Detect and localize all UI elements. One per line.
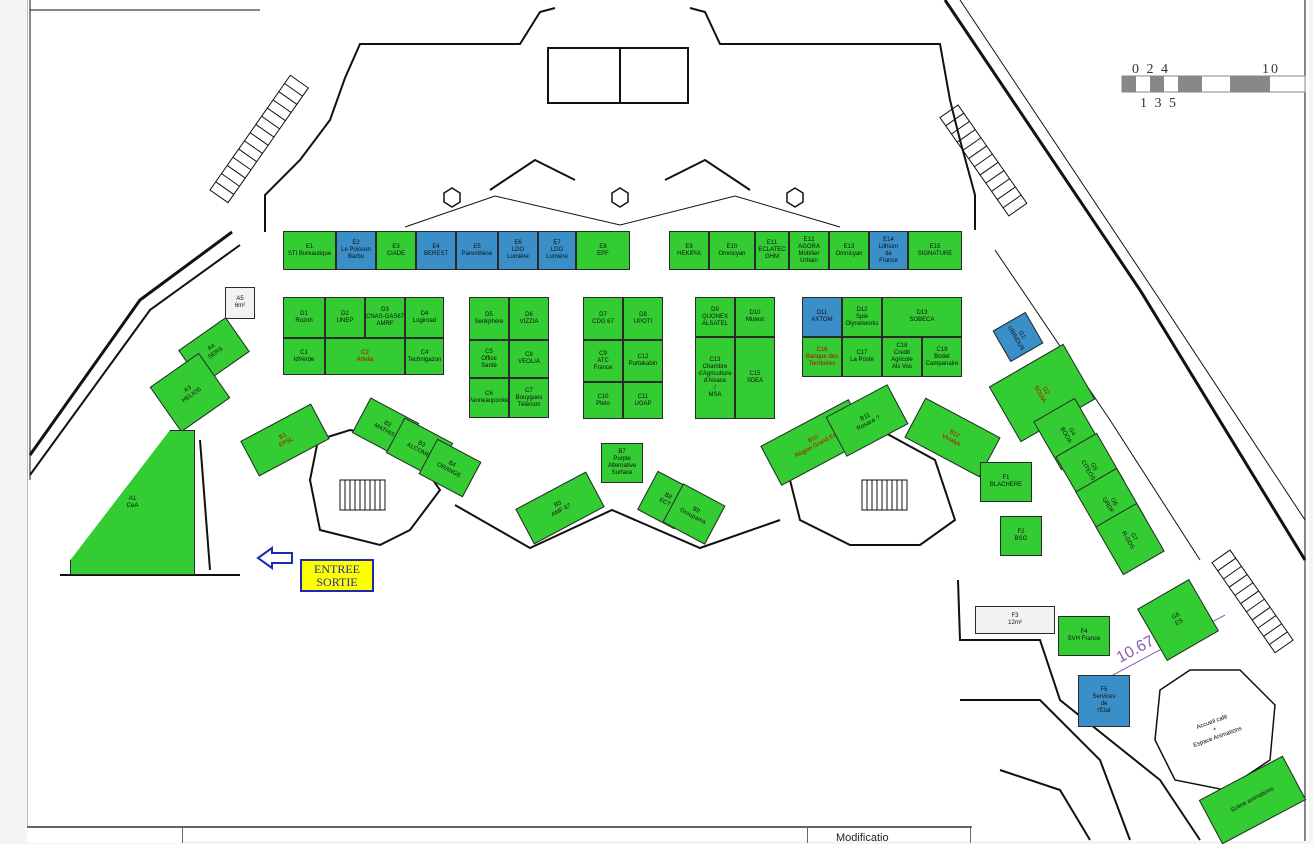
- booth-b7[interactable]: B7 Purple Alternative Surface: [601, 443, 643, 483]
- booth-c12[interactable]: C12 Portakabin: [623, 340, 663, 382]
- booth-c1[interactable]: C1 IdVerde: [283, 338, 325, 375]
- booth-c4[interactable]: C4 Technigazon: [405, 338, 444, 375]
- booth-d3[interactable]: D3 CNAS-GAS67 AMRF: [365, 297, 405, 338]
- booth-d10[interactable]: D10 Mutest: [735, 297, 775, 337]
- booth-d2[interactable]: D2 UNEP: [325, 297, 365, 338]
- booth-c15[interactable]: C15 SDEA: [735, 337, 775, 419]
- scale-bar: [1121, 75, 1306, 93]
- booth-e6[interactable]: E6 LDO Lumière: [498, 231, 538, 270]
- booth-e13[interactable]: E13 Omnicyan: [829, 231, 869, 270]
- booth-d8[interactable]: D8 UPOTI: [623, 297, 663, 340]
- booth-d7[interactable]: D7 CDG 67: [583, 297, 623, 340]
- booth-f5[interactable]: F5 Services de l'Etat: [1078, 675, 1130, 727]
- booth-e8[interactable]: E8 EPF: [576, 231, 630, 270]
- booth-c13[interactable]: C13 Chambre d'Agriculture d'Alsace / MSA: [695, 337, 735, 419]
- booth-d11[interactable]: D11 AXTOM: [802, 297, 842, 337]
- booth-d6[interactable]: D6 VIZZIA: [509, 297, 549, 340]
- dimension-label: 10.67: [1114, 633, 1157, 667]
- booth-c11[interactable]: C11 UGAP: [623, 382, 663, 419]
- booth-e7[interactable]: E7 LDO Lumière: [538, 231, 576, 270]
- booth-e15[interactable]: E15 SIGNATURE: [908, 231, 962, 270]
- booth-d4[interactable]: D4 Logiroad: [405, 297, 444, 338]
- booth-e4[interactable]: E4 BEREST: [416, 231, 456, 270]
- booth-f1[interactable]: F1 BLACHERE: [980, 462, 1032, 502]
- booth-c18[interactable]: C18 Credit Agricole Als Vos: [882, 337, 922, 377]
- booth-e5[interactable]: E5 Parenthèse: [456, 231, 498, 270]
- booth-f3[interactable]: F3 12m²: [975, 606, 1055, 634]
- booth-c16[interactable]: C16 Banque des Territoires: [802, 337, 842, 377]
- exit-label: SORTIE: [316, 574, 358, 589]
- entrance-sign: ENTREE SORTIE: [300, 559, 374, 592]
- modification-label: Modificatio: [836, 832, 889, 844]
- booth-d13[interactable]: D13 SOBECA: [882, 297, 962, 337]
- booth-c6[interactable]: C6 Panneaupocket: [469, 378, 509, 418]
- booth-e1[interactable]: E1 STI Bureautique: [283, 231, 336, 270]
- booth-c5[interactable]: C5 Office Santé: [469, 340, 509, 378]
- booth-c17[interactable]: C17 La Poste: [842, 337, 882, 377]
- booth-e9[interactable]: E9 HEKIPIA: [669, 231, 709, 270]
- booth-d9[interactable]: D9 QUONEX ALSATEL: [695, 297, 735, 337]
- scale-label-bottom: 1 3 5: [1140, 96, 1178, 111]
- entrance-arrow-icon: [256, 546, 293, 570]
- booth-c2[interactable]: C2 Artelia: [325, 338, 405, 375]
- booth-c8[interactable]: C8 VEOLIA: [509, 340, 549, 378]
- booth-e10[interactable]: E10 Omnicyan: [709, 231, 755, 270]
- scale-label-top-right: 10: [1262, 62, 1280, 77]
- booth-c10[interactable]: C10 Pleto: [583, 382, 623, 419]
- booth-d12[interactable]: D12 Sple Olynetworks: [842, 297, 882, 337]
- booth-f4[interactable]: F4 SVH France: [1058, 616, 1110, 656]
- booth-e14[interactable]: E14 Lithium de France: [869, 231, 908, 270]
- booth-c7[interactable]: C7 Bouygues Télécom: [509, 378, 549, 418]
- booth-e11[interactable]: E11 ECLATEC GHM: [755, 231, 789, 270]
- scale-label-top: 0 2 4: [1132, 62, 1170, 77]
- booth-c19[interactable]: C19 Bodet Campanaire: [922, 337, 962, 377]
- booth-e3[interactable]: E3 CIADE: [376, 231, 416, 270]
- booth-c9[interactable]: C9 ATC France: [583, 340, 623, 382]
- booth-e12[interactable]: E12 AGORA Mobilier Urbain: [789, 231, 829, 270]
- booth-f2[interactable]: F2 BSG: [1000, 516, 1042, 556]
- booth-d1[interactable]: D1 Rozoh: [283, 297, 325, 338]
- booth-a5[interactable]: A5 6m²: [225, 287, 255, 319]
- booth-d5[interactable]: D5 Senkphère: [469, 297, 509, 340]
- entrance-label: ENTREE: [314, 561, 360, 576]
- title-block: [27, 826, 972, 843]
- booth-e2[interactable]: E2 Le Poisson Barbu: [336, 231, 376, 270]
